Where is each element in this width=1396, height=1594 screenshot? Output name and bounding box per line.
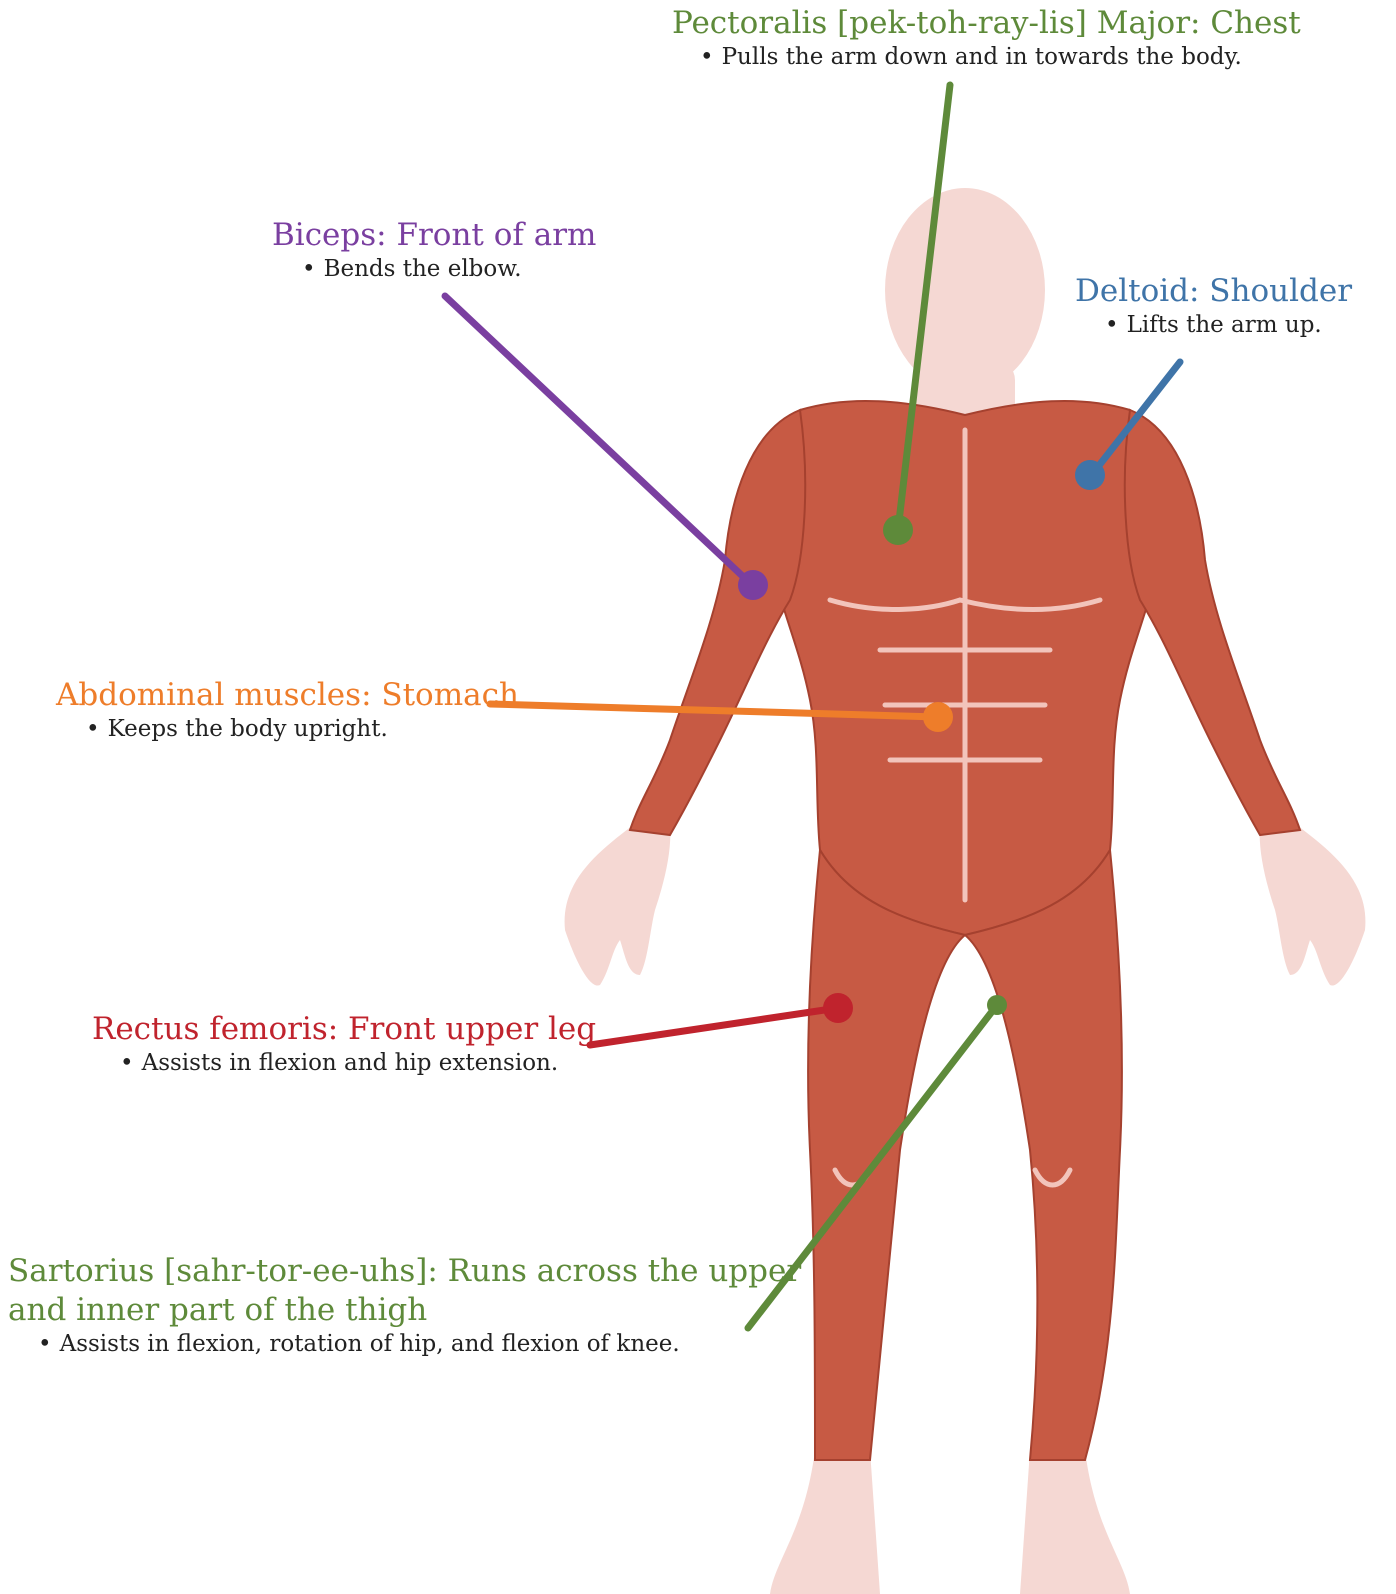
- bullet: •: [86, 716, 100, 742]
- right-leg: [965, 850, 1122, 1460]
- pectoralis-marker: [883, 515, 913, 545]
- biceps-description: • Bends the elbow.: [302, 255, 596, 284]
- rectus-marker: [823, 993, 853, 1023]
- right-hand: [1260, 820, 1366, 986]
- deltoid-marker: [1075, 460, 1105, 490]
- abdominal-marker: [923, 702, 953, 732]
- biceps-label: Biceps: Front of arm • Bends the elbow.: [272, 216, 596, 284]
- sartorius-description: • Assists in flexion, rotation of hip, an…: [38, 1330, 801, 1359]
- biceps-marker: [738, 570, 768, 600]
- biceps-leader-line: [445, 296, 752, 585]
- sartorius-desc-text: Assists in flexion, rotation of hip, and…: [60, 1331, 680, 1357]
- sartorius-marker: [987, 995, 1007, 1015]
- right-arm: [1125, 410, 1300, 835]
- left-leg: [808, 850, 965, 1460]
- pectoralis-desc-text: Pulls the arm down and in towards the bo…: [722, 44, 1242, 70]
- pectoralis-description: • Pulls the arm down and in towards the b…: [700, 43, 1301, 72]
- left-hand: [565, 820, 671, 986]
- left-arm: [630, 410, 805, 835]
- bullet: •: [302, 256, 316, 282]
- rectus-femoris-description: • Assists in flexion and hip extension.: [120, 1049, 596, 1078]
- abdominal-desc-text: Keeps the body upright.: [108, 716, 388, 742]
- abdominal-title: Abdominal muscles: Stomach: [56, 676, 519, 715]
- bullet: •: [38, 1331, 52, 1357]
- rectus-leader-line: [590, 1008, 838, 1045]
- bullet: •: [120, 1050, 134, 1076]
- deltoid-label: Deltoid: Shoulder • Lifts the arm up.: [1075, 272, 1352, 340]
- biceps-desc-text: Bends the elbow.: [324, 256, 522, 282]
- deltoid-title: Deltoid: Shoulder: [1075, 272, 1352, 311]
- bullet: •: [1105, 312, 1119, 338]
- sartorius-label: Sartorius [sahr-tor-ee-uhs]: Runs across…: [8, 1252, 801, 1358]
- bullet: •: [700, 44, 714, 70]
- deltoid-description: • Lifts the arm up.: [1105, 311, 1352, 340]
- biceps-title: Biceps: Front of arm: [272, 216, 596, 255]
- rectus-desc-text: Assists in flexion and hip extension.: [142, 1050, 559, 1076]
- abdominal-label: Abdominal muscles: Stomach • Keeps the bo…: [56, 676, 519, 744]
- abdominal-description: • Keeps the body upright.: [86, 715, 519, 744]
- left-foot: [770, 1450, 880, 1594]
- rectus-femoris-title: Rectus femoris: Front upper leg: [92, 1010, 596, 1049]
- sartorius-title-line-2: and inner part of the thigh: [8, 1291, 801, 1330]
- rectus-femoris-label: Rectus femoris: Front upper leg • Assists…: [92, 1010, 596, 1078]
- deltoid-desc-text: Lifts the arm up.: [1127, 312, 1322, 338]
- pectoralis-label: Pectoralis [pek-toh-ray-lis] Major: Ches…: [672, 4, 1301, 72]
- sartorius-title-line-1: Sartorius [sahr-tor-ee-uhs]: Runs across…: [8, 1252, 801, 1291]
- right-foot: [1020, 1450, 1130, 1594]
- pectoralis-title: Pectoralis [pek-toh-ray-lis] Major: Ches…: [672, 4, 1301, 43]
